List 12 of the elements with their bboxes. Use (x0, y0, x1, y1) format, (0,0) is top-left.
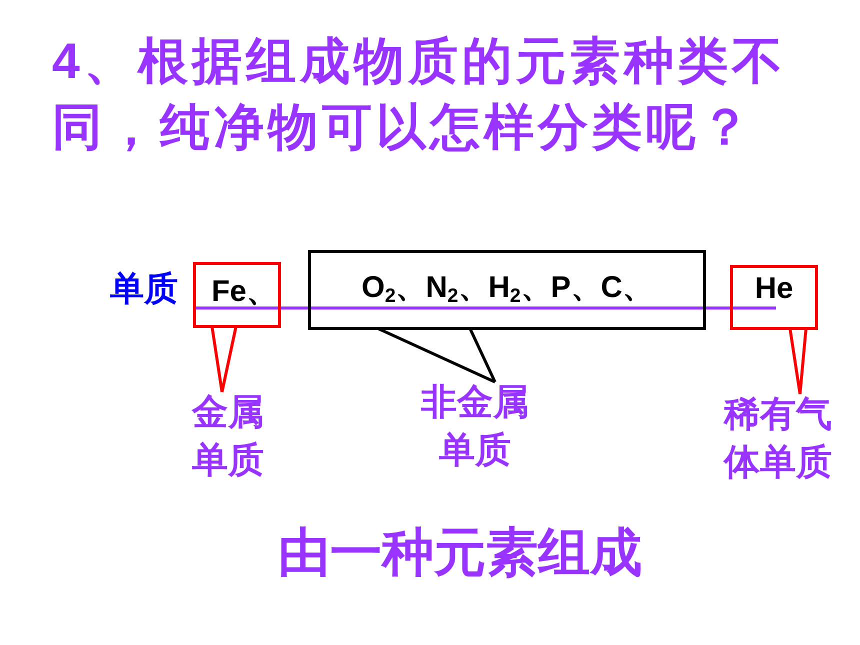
callout-box: He (730, 265, 818, 330)
category-label: 非金属单质 (405, 378, 545, 474)
summary-text: 由一种元素组成 (278, 523, 642, 584)
category-label: 金属单质 (178, 388, 278, 484)
callout-box: Fe、 (193, 262, 281, 328)
callout-pointer (788, 327, 808, 396)
callout-box: O$_{2}$、N$_{2}$、H$_{2}$、P、C、 (308, 250, 706, 330)
row-label: 单质 (110, 269, 178, 310)
callout-pointer (210, 325, 238, 394)
slide-title: 4、根据组成物质的元素种类不同，纯净物可以怎样分类呢？ (52, 32, 787, 157)
category-label: 稀有气体单质 (708, 390, 848, 486)
callout-pointer (376, 327, 496, 384)
